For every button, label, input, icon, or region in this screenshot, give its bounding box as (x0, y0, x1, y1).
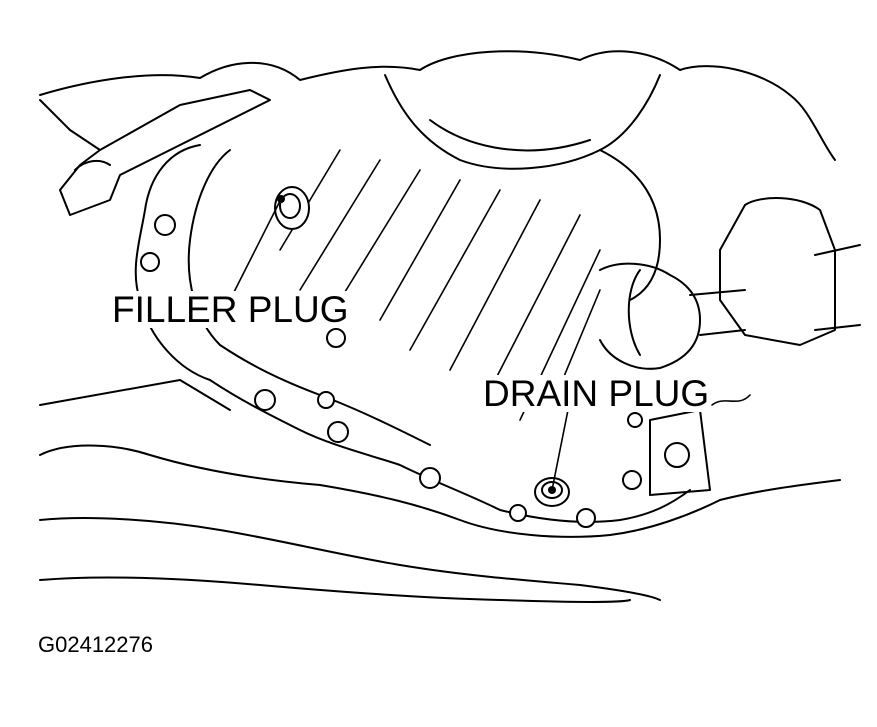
flange-bolt (622, 470, 642, 490)
flange-bolt (327, 421, 349, 443)
flange-bolt (154, 214, 176, 236)
drain-label-tail (711, 394, 751, 406)
axle-boot-ring (627, 269, 641, 356)
axle-shaft-top (689, 289, 746, 296)
housing-right-dome (599, 149, 661, 301)
housing-rib-4 (379, 179, 461, 321)
flange-bolt (317, 391, 335, 409)
lower-pan (39, 517, 661, 601)
axle-tube (814, 244, 861, 331)
housing-rib-6 (449, 199, 541, 371)
housing-rib-2 (299, 159, 381, 291)
drain-leader-line (551, 409, 569, 491)
right-bracket (649, 409, 711, 496)
flange-bolt (326, 328, 346, 348)
left-bracket-inner (74, 159, 111, 171)
cover-flange-inner (187, 149, 431, 446)
drain-plug-label: DRAIN PLUG (481, 373, 712, 414)
lower-housing-outline (39, 444, 841, 538)
drain-plug (534, 477, 570, 507)
housing-top-outline (39, 50, 836, 161)
figure-id: G02412276 (38, 632, 153, 657)
cover-flange (134, 144, 691, 523)
housing-rib-5 (409, 189, 501, 351)
axle-shaft-bottom (699, 329, 746, 336)
flange-bolt (576, 508, 596, 528)
housing-upper-curve (384, 74, 661, 170)
lower-pan-edge (39, 576, 631, 603)
flange-bolt (140, 252, 160, 272)
left-crossmember (39, 379, 231, 411)
housing-rib-7 (489, 214, 581, 391)
axle-joint (719, 197, 836, 346)
housing-rib-3 (339, 169, 421, 301)
housing-rib-1 (279, 149, 341, 251)
flange-bolt (664, 442, 690, 468)
left-bracket (39, 89, 271, 216)
flange-bolt (254, 389, 276, 411)
filler-leader-line (229, 198, 282, 301)
axle-boot (599, 262, 701, 370)
flange-bolt (509, 504, 527, 522)
flange-bolt (419, 467, 441, 489)
housing-inner-curve (429, 119, 591, 152)
filler-plug (274, 186, 310, 230)
filler-plug-label: FILLER PLUG (110, 289, 351, 330)
flange-bolt (627, 412, 643, 428)
